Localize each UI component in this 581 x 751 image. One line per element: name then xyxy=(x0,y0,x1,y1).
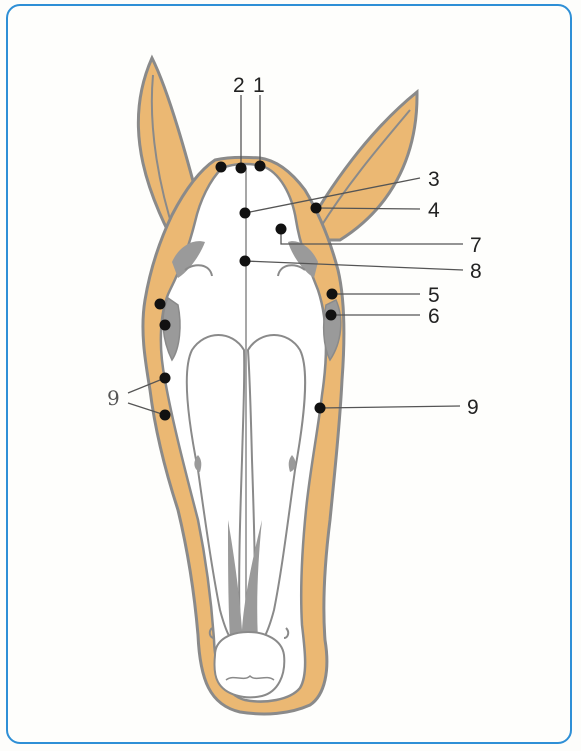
muzzle-bone xyxy=(214,632,284,697)
point-9-left-a[interactable] xyxy=(160,373,171,384)
point-7[interactable] xyxy=(276,224,287,235)
label-4: 4 xyxy=(428,199,440,222)
point-8[interactable] xyxy=(240,256,251,267)
point-left-upper-b[interactable] xyxy=(160,320,171,331)
point-5[interactable] xyxy=(327,289,338,300)
label-3: 3 xyxy=(428,168,440,191)
point-left-upper-a[interactable] xyxy=(155,299,166,310)
point-2[interactable] xyxy=(236,163,247,174)
label-2: 2 xyxy=(233,74,245,97)
point-1[interactable] xyxy=(255,161,266,172)
point-6[interactable] xyxy=(326,310,337,321)
label-9-left: 9 xyxy=(107,386,120,410)
label-6: 6 xyxy=(428,305,440,328)
point-3[interactable] xyxy=(240,208,251,219)
point-9-left-b[interactable] xyxy=(160,410,171,421)
point-9-right[interactable] xyxy=(315,403,326,414)
label-1: 1 xyxy=(253,74,265,97)
point-4[interactable] xyxy=(311,203,322,214)
label-8: 8 xyxy=(470,260,482,283)
label-9-right: 9 xyxy=(467,396,479,419)
label-7: 7 xyxy=(470,234,482,257)
point-2b[interactable] xyxy=(216,162,227,173)
label-5: 5 xyxy=(428,284,440,307)
